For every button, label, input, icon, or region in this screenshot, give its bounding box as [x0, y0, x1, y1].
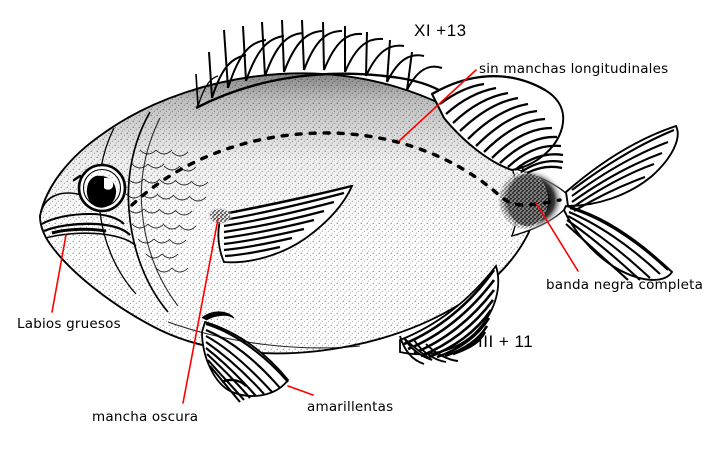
pelvic-fins: [201, 311, 290, 403]
lateral-line: [130, 131, 562, 207]
pectoral-fin: [207, 184, 354, 264]
leader-lines: [51, 69, 579, 404]
leader-labios-gruesos: [51, 234, 67, 313]
spiny-dorsal-fin: [195, 19, 449, 110]
caudal-fin: [562, 124, 679, 281]
label-anal-fin-count: III + 11: [478, 332, 534, 351]
label-yellowish: amarillentas: [307, 399, 394, 415]
label-thick-lips: Labios gruesos: [17, 316, 121, 332]
label-no-longitudinal-stripes: sin manchas longitudinales: [479, 61, 669, 77]
leader-amarillentas: [287, 385, 314, 396]
fish-head: [39, 111, 209, 313]
label-dorsal-fin-count: XI +13: [414, 21, 467, 40]
leader-banda-negra: [535, 202, 579, 272]
leader-mancha-oscura: [182, 218, 219, 404]
dark-spot: [207, 207, 233, 225]
scales: [125, 149, 209, 273]
label-complete-black-band: banda negra completa: [546, 277, 704, 293]
soft-dorsal-fin: [430, 75, 565, 175]
anal-fin: [399, 264, 500, 365]
eye: [77, 163, 127, 213]
caudal-peduncle: [496, 166, 573, 238]
label-dark-spot: mancha oscura: [92, 409, 199, 425]
leader-sin-manchas: [398, 69, 477, 142]
thick-lips: [41, 212, 137, 247]
